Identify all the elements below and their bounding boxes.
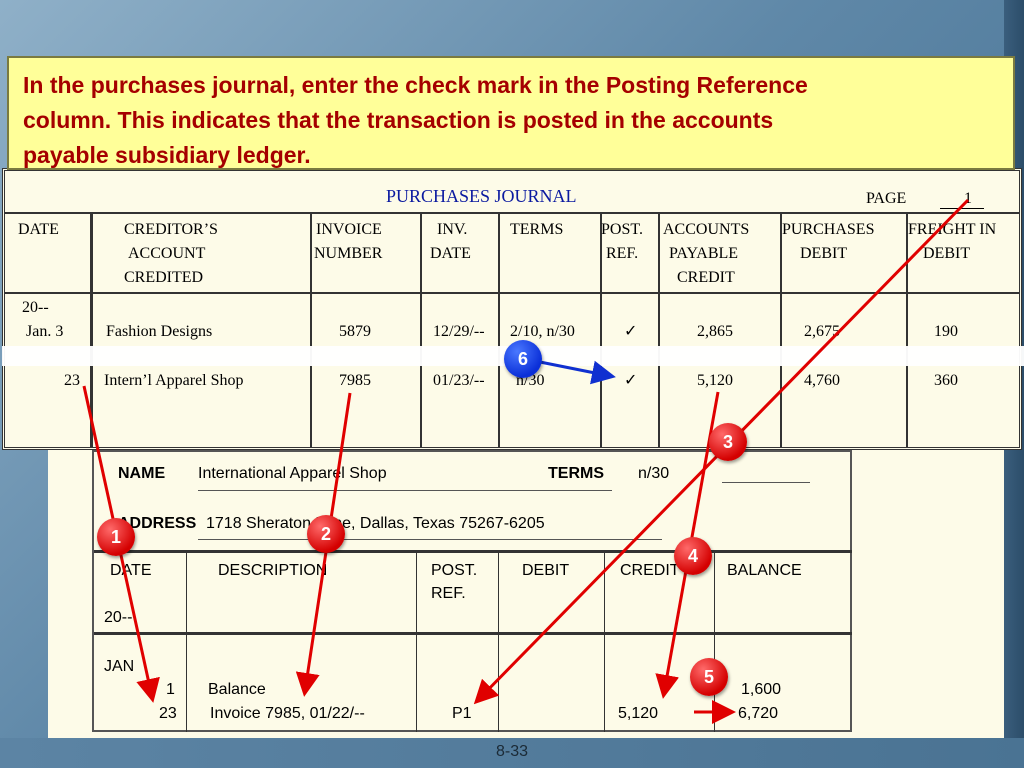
journal-col-divider <box>600 212 602 448</box>
journal-header-purchases: PURCHASES <box>782 221 875 238</box>
accounts-payable-ledger <box>92 450 852 732</box>
callout-line: payable subsidiary ledger. <box>23 142 311 168</box>
journal-header-ap-credit: PAYABLE <box>669 245 739 262</box>
journal-col-divider <box>658 212 660 448</box>
ledger-col-divider <box>604 552 605 732</box>
ledger-header-balance: BALANCE <box>727 562 802 579</box>
journal-header-invoice: NUMBER <box>314 245 383 262</box>
journal-cell-ap-credit: 5,120 <box>697 372 733 389</box>
step-badge: 3 <box>709 423 747 461</box>
journal-year: 20-- <box>22 299 49 316</box>
ledger-blank-line <box>722 482 810 483</box>
ledger-address-value: 1718 Sheraton Lane, Dallas, Texas 75267-… <box>206 515 545 532</box>
ledger-name-value: International Apparel Shop <box>198 465 387 482</box>
ledger-terms-label: TERMS <box>548 465 604 482</box>
journal-cell-inv-date: 12/29/-- <box>433 323 485 340</box>
journal-header-post-ref: REF. <box>606 245 639 262</box>
journal-cell-ap-credit: 2,865 <box>697 323 733 340</box>
journal-header-creditor: CREDITED <box>124 269 204 286</box>
step-badge: 5 <box>690 658 728 696</box>
journal-cell-invoice: 5879 <box>339 323 371 340</box>
journal-header-invoice: INVOICE <box>316 221 382 238</box>
journal-page-value: 1 <box>940 190 984 209</box>
purchases-journal <box>2 168 1022 450</box>
callout-line: column. This indicates that the transact… <box>23 107 774 133</box>
ledger-header-description: DESCRIPTION <box>218 562 328 579</box>
journal-header-ap-credit: CREDIT <box>677 269 735 286</box>
journal-header-freight: DEBIT <box>923 245 971 262</box>
instruction-callout: In the purchases journal, enter the chec… <box>7 56 1015 170</box>
journal-title: PURCHASES JOURNAL <box>386 186 577 206</box>
ledger-year: 20-- <box>104 609 133 626</box>
slide-page-number: 8-33 <box>495 743 529 760</box>
journal-header-ap-credit: ACCOUNTS <box>663 221 750 238</box>
journal-cell-creditor: Fashion Designs <box>106 323 213 340</box>
ledger-col-divider <box>186 552 187 732</box>
ledger-terms-value: n/30 <box>638 465 670 482</box>
journal-header-post-ref: POST. <box>601 221 643 238</box>
journal-cell-post-ref: ✓ <box>624 323 638 340</box>
ledger-cell-description: Invoice 7985, 01/22/-- <box>210 705 365 722</box>
ledger-cell-balance: 6,720 <box>738 705 779 722</box>
journal-col-divider <box>780 212 782 448</box>
ledger-header-bottom-line <box>94 632 852 635</box>
step-badge: 6 <box>504 340 542 378</box>
ledger-address-underline <box>198 539 662 540</box>
journal-header-inv-date: DATE <box>430 245 471 262</box>
journal-header-freight: FREIGHT IN <box>908 221 997 238</box>
step-badge: 4 <box>674 537 712 575</box>
journal-cell-post-ref: ✓ <box>624 372 638 389</box>
callout-line: In the purchases journal, enter the chec… <box>23 72 808 98</box>
journal-header-bottom-line <box>5 292 1019 294</box>
ledger-header-post-ref: POST. <box>431 562 478 579</box>
journal-header-terms: TERMS <box>510 221 564 238</box>
journal-header-creditor: CREDITOR’S <box>124 221 218 238</box>
journal-header-purchases: DEBIT <box>800 245 848 262</box>
ledger-cell-post-ref: P1 <box>452 705 472 722</box>
journal-page-label: PAGE <box>866 190 907 207</box>
journal-cell-freight: 360 <box>934 372 958 389</box>
ledger-header-date: DATE <box>110 562 152 579</box>
ledger-col-divider <box>416 552 417 732</box>
journal-cell-date: Jan. 3 <box>26 323 64 340</box>
ledger-cell-balance: 1,600 <box>741 681 782 698</box>
ledger-header-post-ref: REF. <box>431 585 466 602</box>
ledger-cell-day: 1 <box>166 681 175 698</box>
journal-col-divider <box>90 212 93 448</box>
step-badge: 1 <box>97 518 135 556</box>
journal-col-divider <box>498 212 500 448</box>
journal-col-divider <box>310 212 312 448</box>
journal-header-date: DATE <box>18 221 59 238</box>
journal-cell-date: 23 <box>64 372 80 389</box>
journal-cell-purchases: 2,675 <box>804 323 840 340</box>
ledger-name-label: NAME <box>118 465 166 482</box>
journal-col-divider <box>420 212 422 448</box>
journal-header-top-line <box>5 212 1019 214</box>
ledger-cell-credit: 5,120 <box>618 705 659 722</box>
journal-col-divider <box>906 212 908 448</box>
ledger-header-debit: DEBIT <box>522 562 570 579</box>
step-badge: 2 <box>307 515 345 553</box>
journal-header-creditor: ACCOUNT <box>128 245 206 262</box>
journal-cell-creditor: Intern’l Apparel Shop <box>104 372 244 389</box>
journal-cell-freight: 190 <box>934 323 958 340</box>
journal-cell-inv-date: 01/23/-- <box>433 372 485 389</box>
slide-footer-bar <box>0 738 1024 768</box>
ledger-col-divider <box>714 552 715 732</box>
ledger-month: JAN <box>104 658 135 675</box>
journal-cell-purchases: 4,760 <box>804 372 840 389</box>
ledger-header-credit: CREDIT <box>620 562 680 579</box>
journal-cell-invoice: 7985 <box>339 372 371 389</box>
ledger-cell-day: 23 <box>159 705 177 722</box>
ledger-cell-description: Balance <box>208 681 266 698</box>
ledger-header-top-line <box>94 550 852 553</box>
ledger-name-underline <box>198 490 612 491</box>
journal-header-inv-date: INV. <box>437 221 468 238</box>
ledger-col-divider <box>498 552 499 732</box>
